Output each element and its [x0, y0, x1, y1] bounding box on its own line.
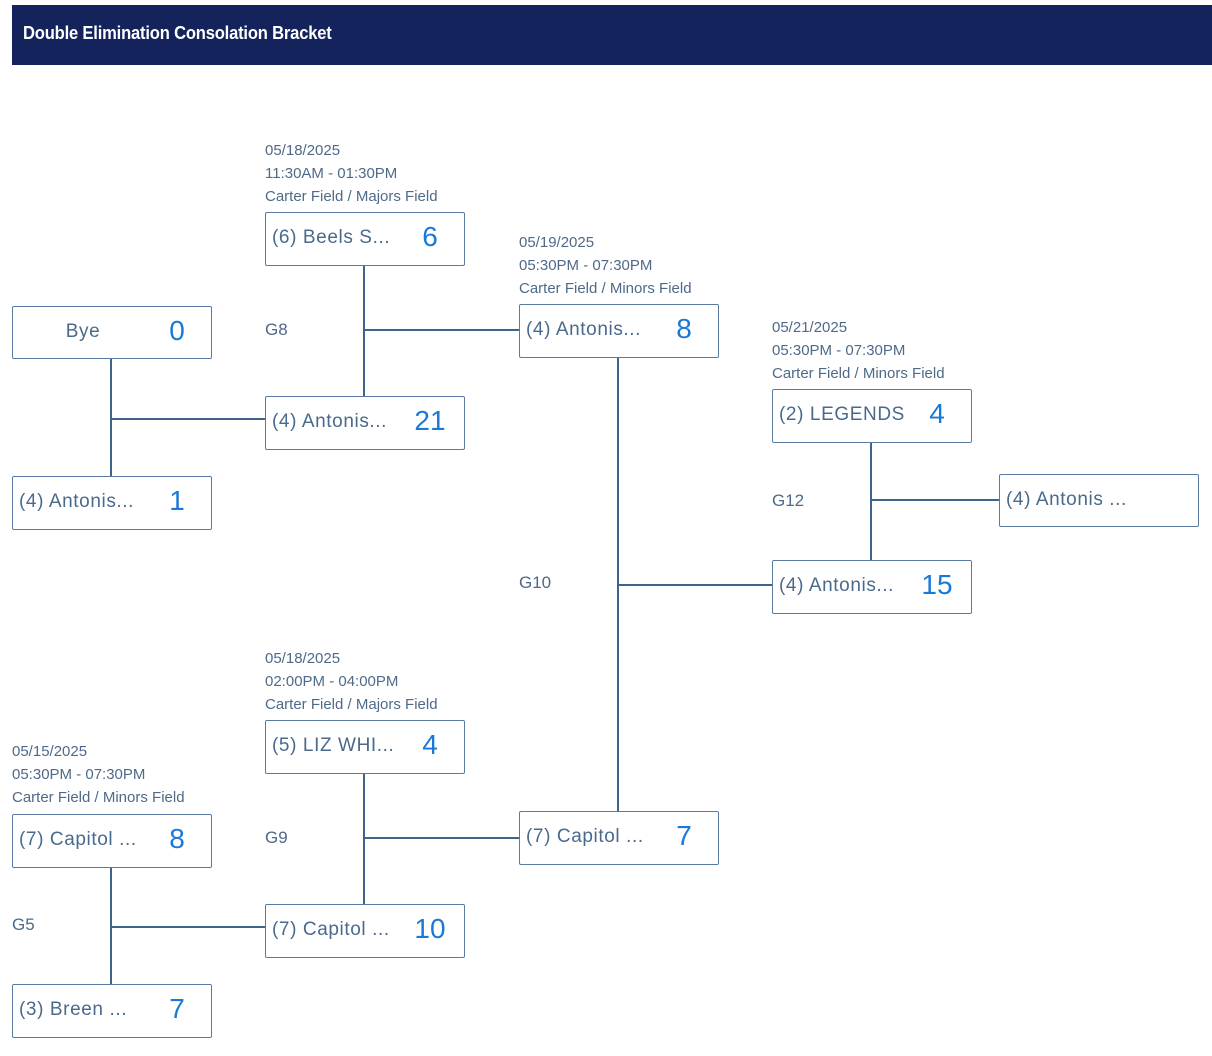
connector-line [110, 926, 265, 928]
team-slot[interactable]: (4) Antonis... 21 [265, 396, 465, 450]
game-field: Carter Field / Majors Field [265, 188, 438, 205]
game-field: Carter Field / Minors Field [772, 365, 945, 382]
page-title: Double Elimination Consolation Bracket [23, 23, 332, 43]
game-field: Carter Field / Majors Field [265, 696, 438, 713]
game-info-g8: 05/18/2025 11:30AM - 01:30PM Carter Fiel… [265, 139, 438, 208]
team-score: 7 [169, 993, 185, 1024]
team-score: 8 [676, 313, 692, 344]
game-date: 05/21/2025 [772, 319, 848, 336]
team-score: 1 [169, 485, 185, 516]
team-name: (4) Antonis ... [1006, 489, 1127, 510]
team-score: 6 [422, 221, 438, 252]
team-slot-champion[interactable]: (4) Antonis ... [999, 474, 1199, 527]
game-info-g5: 05/15/2025 05:30PM - 07:30PM Carter Fiel… [12, 740, 185, 809]
connector-line [363, 773, 365, 905]
game-label-g12: G12 [772, 491, 805, 510]
game-time: 05:30PM - 07:30PM [519, 257, 653, 274]
team-name: (5) LIZ WHI... [272, 735, 395, 756]
team-slot-bye[interactable]: Bye 0 [12, 306, 212, 359]
team-slot[interactable]: (4) Antonis... 15 [772, 560, 972, 614]
team-score: 10 [414, 913, 446, 944]
team-name: (4) Antonis... [779, 575, 895, 596]
team-slot[interactable]: (4) Antonis... 8 [519, 304, 719, 358]
team-score: 15 [921, 569, 953, 600]
connector-line [870, 442, 872, 561]
team-name: (7) Capitol ... [526, 826, 644, 847]
connector-line [110, 358, 112, 477]
game-label-g5: G5 [12, 915, 35, 934]
game-time: 05:30PM - 07:30PM [12, 766, 146, 783]
game-date: 05/19/2025 [519, 234, 595, 251]
connector-line [110, 418, 265, 420]
game-label-g9: G9 [265, 828, 288, 847]
team-slot[interactable]: (5) LIZ WHI... 4 [265, 720, 465, 774]
team-slot[interactable]: (4) Antonis... 1 [12, 476, 212, 530]
team-name: (4) Antonis... [526, 319, 642, 340]
game-date: 05/15/2025 [12, 743, 88, 760]
bracket-header: Double Elimination Consolation Bracket [12, 5, 1212, 65]
connector-line [363, 837, 519, 839]
game-info-g12: 05/21/2025 05:30PM - 07:30PM Carter Fiel… [772, 316, 945, 385]
team-score: 4 [929, 398, 945, 429]
connector-line [363, 265, 365, 397]
game-date: 05/18/2025 [265, 142, 341, 159]
game-label-g10: G10 [519, 573, 552, 592]
team-slot[interactable]: (7) Capitol ... 10 [265, 904, 465, 958]
game-info-g9: 05/18/2025 02:00PM - 04:00PM Carter Fiel… [265, 647, 438, 716]
connector-line [363, 329, 519, 331]
team-score: 21 [414, 405, 446, 436]
game-info-g10: 05/19/2025 05:30PM - 07:30PM Carter Fiel… [519, 231, 692, 300]
team-name: (4) Antonis... [272, 411, 388, 432]
team-slot[interactable]: (7) Capitol ... 8 [12, 814, 212, 868]
connector-line [870, 499, 999, 501]
game-field: Carter Field / Minors Field [12, 789, 185, 806]
team-slot[interactable]: (6) Beels S... 6 [265, 212, 465, 266]
team-name: (3) Breen ... [19, 999, 128, 1020]
team-name: (7) Capitol ... [19, 829, 137, 850]
team-score: 8 [169, 823, 185, 854]
team-name: (4) Antonis... [19, 491, 135, 512]
team-name: (2) LEGENDS [779, 404, 905, 425]
team-name: (7) Capitol ... [272, 919, 390, 940]
game-time: 02:00PM - 04:00PM [265, 673, 399, 690]
team-slot[interactable]: (3) Breen ... 7 [12, 984, 212, 1038]
team-score: 4 [422, 729, 438, 760]
team-score: 7 [676, 820, 692, 851]
game-time: 11:30AM - 01:30PM [265, 165, 398, 182]
game-field: Carter Field / Minors Field [519, 280, 692, 297]
team-score: 0 [169, 315, 185, 346]
game-time: 05:30PM - 07:30PM [772, 342, 906, 359]
team-slot[interactable]: (7) Capitol ... 7 [519, 811, 719, 865]
team-name: (6) Beels S... [272, 227, 391, 248]
connector-line [617, 584, 772, 586]
connector-line [110, 866, 112, 984]
game-date: 05/18/2025 [265, 650, 341, 667]
team-name: Bye [65, 321, 101, 342]
team-slot[interactable]: (2) LEGENDS 4 [772, 389, 972, 443]
game-label-g8: G8 [265, 320, 288, 339]
